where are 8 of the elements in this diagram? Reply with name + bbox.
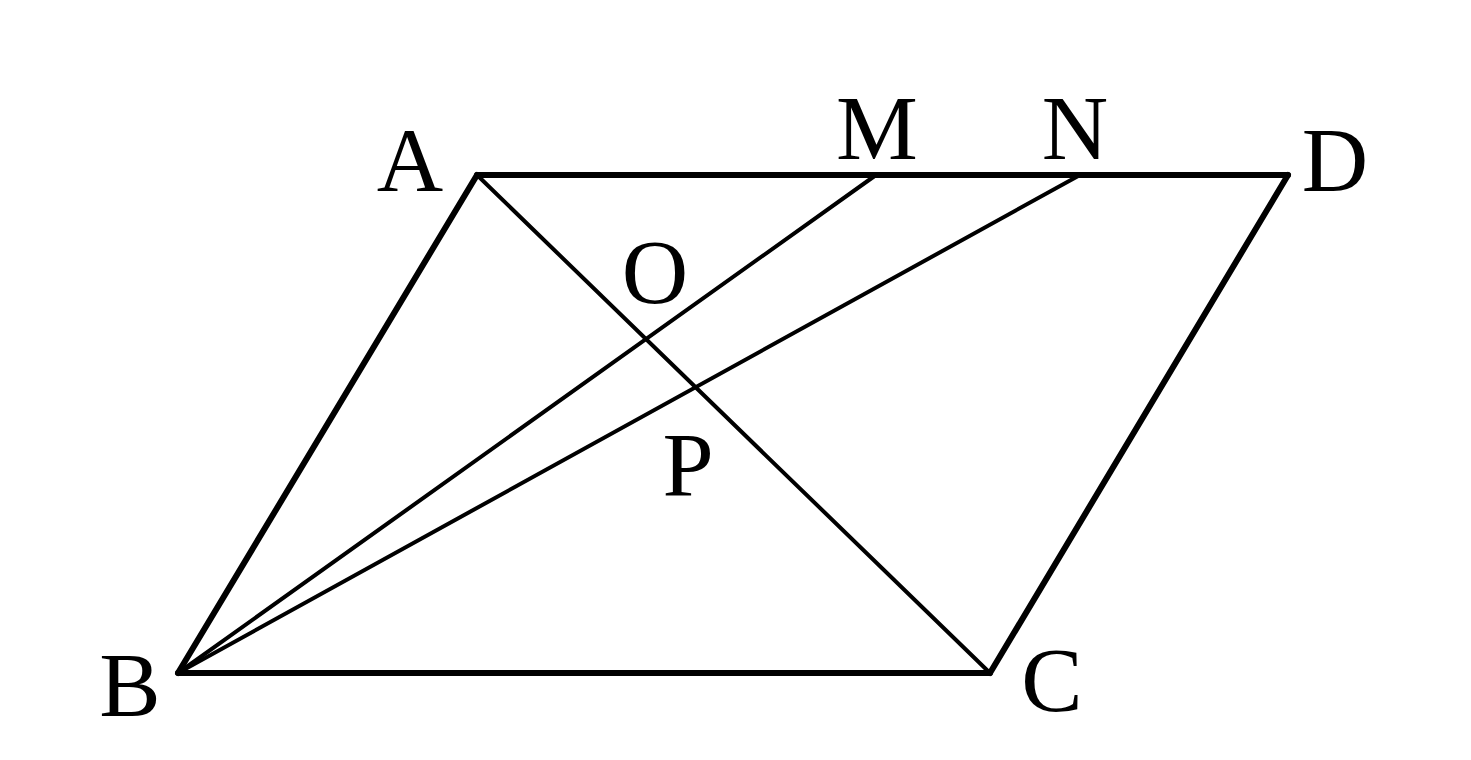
point-label: M (836, 82, 918, 174)
point-label: C (1021, 634, 1083, 726)
point-label: A (376, 114, 444, 206)
point-label: O (621, 226, 689, 318)
point-label: P (662, 419, 714, 511)
point-label: D (1301, 114, 1369, 206)
point-label: B (99, 639, 161, 731)
point-label: N (1041, 82, 1109, 174)
